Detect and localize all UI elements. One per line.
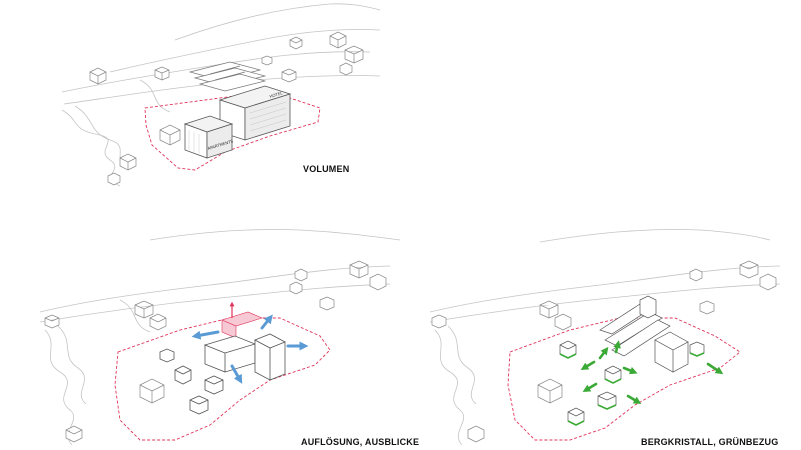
view-arrow-down-icon xyxy=(230,364,243,384)
apartments-volume xyxy=(183,115,234,159)
panel-bergkristall xyxy=(429,229,781,446)
crystal-volumes xyxy=(599,295,689,373)
terrain-contours xyxy=(429,229,781,446)
green-arrow-icon xyxy=(613,340,621,354)
neighbouring-houses xyxy=(89,31,364,186)
view-arrow-left-icon xyxy=(191,330,220,340)
green-arrow-icon xyxy=(706,362,724,375)
caption-volumen: VOLUMEN xyxy=(303,164,350,174)
view-arrows xyxy=(191,314,309,384)
dissolved-volumes xyxy=(159,333,286,415)
green-base-edges xyxy=(559,352,705,426)
neighbouring-houses xyxy=(431,260,777,443)
green-arrow-icon xyxy=(582,382,598,393)
green-arrow-icon xyxy=(622,366,638,375)
green-arrow-icon xyxy=(580,360,596,371)
neighbouring-houses xyxy=(44,260,387,443)
terrain-contours xyxy=(61,3,381,187)
existing-building-rows xyxy=(188,61,267,92)
caption-bergkristall-gruenbezug: BERGKRISTALL, GRÜNBEZUG xyxy=(641,437,779,447)
height-reduction-zone xyxy=(221,311,263,339)
green-arrows xyxy=(580,340,724,405)
green-volumes xyxy=(559,340,705,426)
panel-aufloesung xyxy=(39,229,401,446)
panel-volumen: HOTEL APARTMENTS xyxy=(61,3,381,187)
green-arrow-icon xyxy=(626,394,642,405)
site-boundary xyxy=(114,317,331,441)
green-arrow-icon xyxy=(598,346,609,360)
view-arrow-up-icon xyxy=(260,314,273,330)
caption-aufloesung-ausblicke: AUFLÖSUNG, AUSBLICKE xyxy=(301,437,420,447)
hotel-label: HOTEL xyxy=(269,90,284,99)
terrain-contours xyxy=(39,229,401,446)
site-boundary xyxy=(507,317,741,441)
